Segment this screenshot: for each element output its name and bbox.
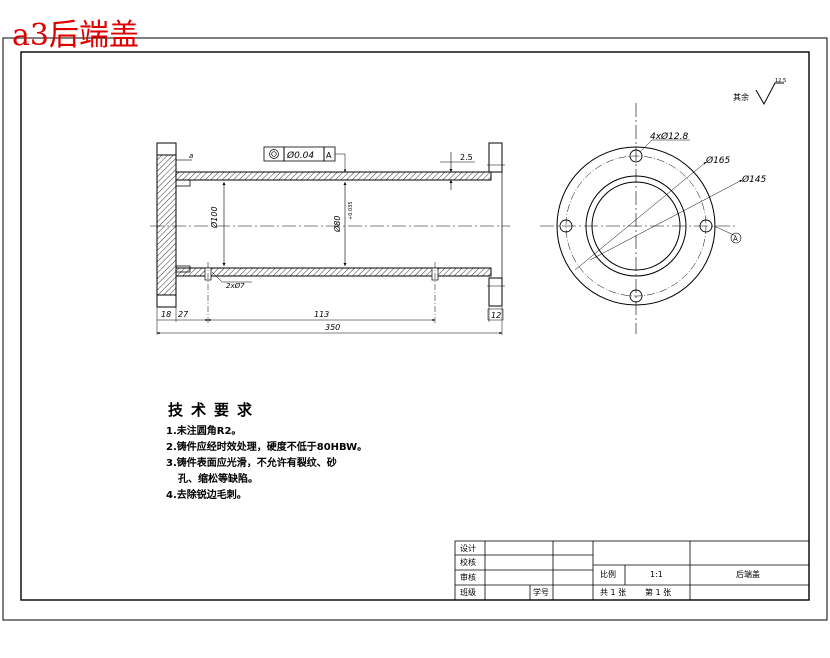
front-view: 4xØ12.8 Ø165 Ø145 A	[540, 103, 767, 334]
tech-line-3: 3.铸件表面应光滑，不允许有裂纹、砂	[166, 458, 337, 469]
dim-350: 350	[325, 323, 340, 332]
sheet-title: a3后端盖	[12, 18, 139, 53]
inner-diameter-dim: Ø100	[209, 206, 219, 229]
tech-requirements-title: 技术要求	[168, 401, 261, 419]
tb-scale-value: 1:1	[650, 570, 663, 579]
tb-class: 班级	[460, 588, 476, 597]
tb-student-id: 学号	[533, 588, 549, 597]
surface-finish-label: 其余	[733, 92, 749, 102]
datum-label: A	[733, 235, 738, 243]
surface-finish-note: 其余 12.5	[733, 78, 786, 106]
dim-113: 113	[314, 310, 329, 319]
bore-diameter-dim: Ø80	[332, 216, 342, 233]
section-view: Ø100 Ø80 +0.035 2.5 2xØ7 a Ø0.04 A	[150, 142, 510, 335]
outer-label: Ø145	[741, 174, 767, 185]
roughness-mark: a	[189, 152, 193, 160]
holes-dim: 2xØ7	[226, 282, 245, 290]
outer-border	[2, 37, 828, 621]
tb-review: 审核	[460, 573, 476, 582]
tb-check: 校核	[460, 558, 476, 567]
tb-part-name: 后端盖	[736, 570, 760, 579]
tb-sheet-no: 第 1 张	[645, 588, 672, 597]
tolerance-datum: A	[326, 151, 332, 160]
holes-label: 4xØ12.8	[650, 131, 688, 142]
bore-tolerance: +0.035	[348, 201, 354, 220]
tech-line-1: 1.未注圆角R2。	[166, 426, 242, 437]
tolerance-value: Ø0.04	[286, 150, 314, 161]
tech-line-2: 2.铸件应经时效处理，硬度不低于80HBW。	[166, 442, 368, 453]
dim-27: 27	[178, 310, 189, 319]
title-block	[454, 540, 810, 601]
pcd-label: Ø165	[705, 155, 731, 166]
tb-total-sheets: 共 1 张	[600, 588, 627, 597]
tech-line-5: 4.去除锐边毛刺。	[166, 490, 247, 501]
wall-thickness-dim: 2.5	[460, 153, 473, 162]
inner-border	[20, 51, 810, 601]
tech-requirements: 技术要求 1.未注圆角R2。 2.铸件应经时效处理，硬度不低于80HBW。 3.…	[166, 402, 367, 504]
surface-finish-value: 12.5	[775, 78, 786, 84]
dim-18: 18	[161, 310, 171, 319]
tb-design: 设计	[460, 544, 476, 553]
tech-line-4: 孔、缩松等缺陷。	[178, 474, 258, 485]
tolerance-frame: Ø0.04 A	[263, 146, 347, 172]
tb-scale-label: 比例	[600, 570, 616, 579]
dim-12: 12	[491, 311, 501, 320]
